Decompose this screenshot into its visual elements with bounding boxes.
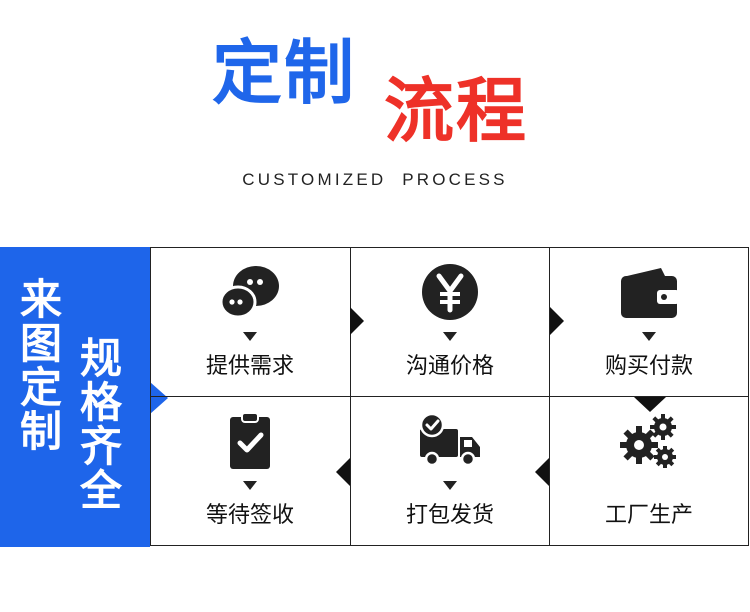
step-negotiate-price: 沟通价格 bbox=[351, 248, 549, 396]
side-arrow bbox=[150, 382, 168, 414]
clipboard-check-icon bbox=[218, 409, 282, 473]
flow-arrow-right bbox=[350, 307, 364, 335]
title-part-customize: 定制 bbox=[212, 32, 356, 114]
step-label: 等待签收 bbox=[205, 503, 294, 528]
chat-bubbles-icon bbox=[218, 260, 282, 324]
down-arrow bbox=[642, 332, 656, 341]
process-grid: 提供需求 沟通价格 购买付款 bbox=[150, 247, 749, 546]
down-arrow bbox=[443, 332, 457, 341]
step-label: 打包发货 bbox=[405, 503, 494, 528]
step-label: 购买付款 bbox=[604, 354, 693, 379]
step-label: 提供需求 bbox=[205, 354, 294, 379]
wallet-icon bbox=[617, 260, 681, 324]
flow-arrow-right bbox=[550, 307, 564, 335]
step-provide-requirements: 提供需求 bbox=[151, 248, 349, 396]
step-purchase-payment: 购买付款 bbox=[550, 248, 748, 396]
step-pack-ship: 打包发货 bbox=[351, 397, 549, 545]
side-text-drawing-custom: 来图定制 bbox=[19, 275, 62, 456]
down-arrow bbox=[243, 332, 257, 341]
step-await-receipt: 等待签收 bbox=[151, 397, 349, 545]
yen-coin-icon bbox=[418, 260, 482, 324]
title-part-process: 流程 bbox=[384, 70, 528, 152]
down-arrow bbox=[243, 481, 257, 490]
step-factory-production: 工厂生产 bbox=[550, 397, 748, 545]
side-panel bbox=[0, 247, 150, 547]
flow-arrow-left bbox=[336, 458, 350, 486]
grid-divider bbox=[151, 396, 748, 397]
subtitle: CUSTOMIZED PROCESS bbox=[242, 170, 508, 189]
flow-arrow-down bbox=[634, 397, 666, 412]
side-text-full-specs: 规格齐全 bbox=[79, 334, 122, 515]
step-label: 沟通价格 bbox=[405, 354, 494, 379]
flow-arrow-left bbox=[535, 458, 549, 486]
gears-icon bbox=[617, 409, 681, 473]
down-arrow bbox=[443, 481, 457, 490]
step-label: 工厂生产 bbox=[604, 503, 693, 528]
delivery-truck-icon bbox=[418, 409, 482, 473]
